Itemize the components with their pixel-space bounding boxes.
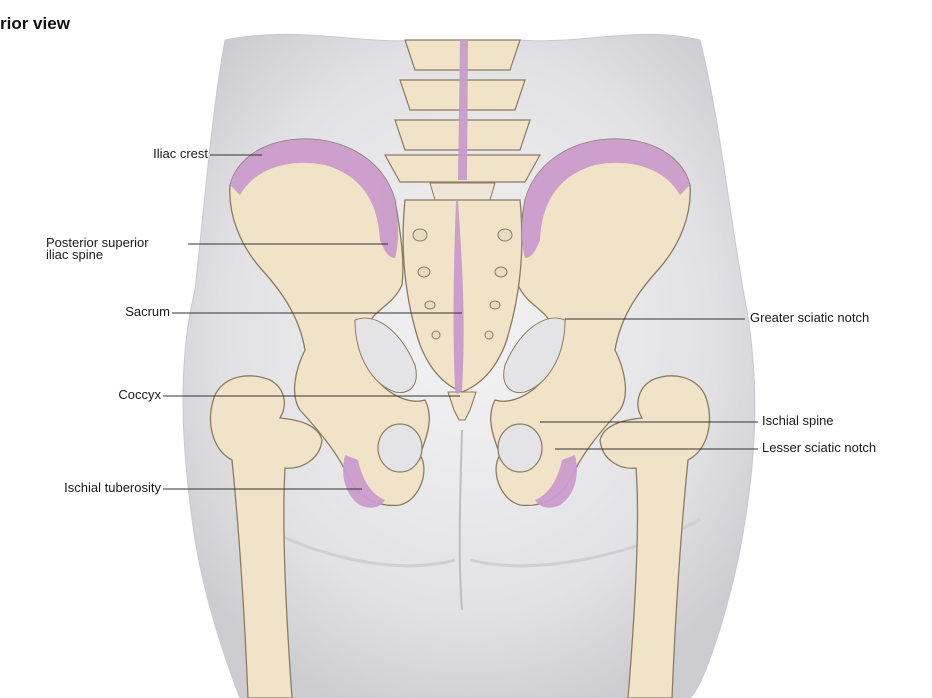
right-obturator-foramen xyxy=(498,424,542,472)
label-coccyx: Coccyx xyxy=(118,389,161,401)
label-ischial-tuberosity: Ischial tuberosity xyxy=(64,482,161,494)
label-ischial-spine: Ischial spine xyxy=(762,415,834,427)
label-sacrum: Sacrum xyxy=(125,306,170,318)
label-psis: Posterior superior iliac spine xyxy=(46,237,149,261)
label-lesser-sciatic-notch: Lesser sciatic notch xyxy=(762,442,876,454)
label-iliac-crest: Iliac crest xyxy=(153,148,208,160)
label-psis-line2: iliac spine xyxy=(46,249,149,261)
view-title: rior view xyxy=(0,14,70,34)
label-greater-sciatic-notch: Greater sciatic notch xyxy=(750,312,869,324)
left-obturator-foramen xyxy=(378,424,422,472)
